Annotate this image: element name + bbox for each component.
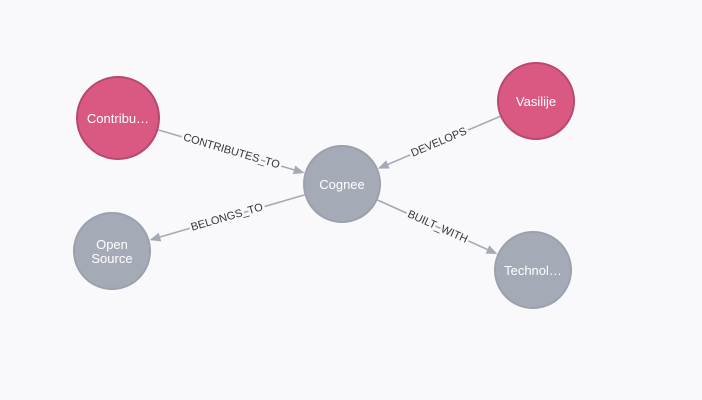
edge-built-with[interactable]: BUILT_WITH: [377, 199, 498, 254]
edge-line: [158, 129, 295, 171]
edge-develops[interactable]: DEVELOPS: [377, 115, 501, 169]
node-circle: [76, 76, 160, 160]
node-label: Vasilije: [516, 94, 556, 109]
edge-contributes-to[interactable]: CONTRIBUTES_TO: [158, 129, 305, 175]
node-label: Cognee: [319, 177, 365, 192]
node-vasilije[interactable]: Vasilije: [497, 62, 575, 140]
node-circle: [497, 62, 575, 140]
edge-line: [377, 199, 488, 251]
edge-belongs-to[interactable]: BELONGS_TO: [149, 194, 305, 242]
node-label: Technol…: [504, 263, 562, 278]
node-technology[interactable]: Technol…: [494, 231, 572, 309]
node-circle: [73, 212, 151, 290]
arrowhead-icon: [485, 245, 498, 254]
node-circle: [494, 231, 572, 309]
edge-line: [159, 194, 305, 238]
edge-label: CONTRIBUTES_TO: [182, 132, 282, 172]
node-label: Contribu…: [87, 111, 149, 126]
edge-label: BELONGS_TO: [190, 201, 265, 233]
node-circle: [303, 145, 381, 223]
edge-label: BUILT_WITH: [406, 208, 470, 245]
edge-line: [387, 115, 501, 166]
node-cognee[interactable]: Cognee: [303, 145, 381, 223]
arrowhead-icon: [292, 165, 305, 175]
arrowhead-icon: [149, 232, 162, 242]
arrowhead-icon: [377, 160, 390, 169]
edge-label: DEVELOPS: [409, 125, 468, 159]
node-contributor[interactable]: Contribu…: [76, 76, 160, 160]
